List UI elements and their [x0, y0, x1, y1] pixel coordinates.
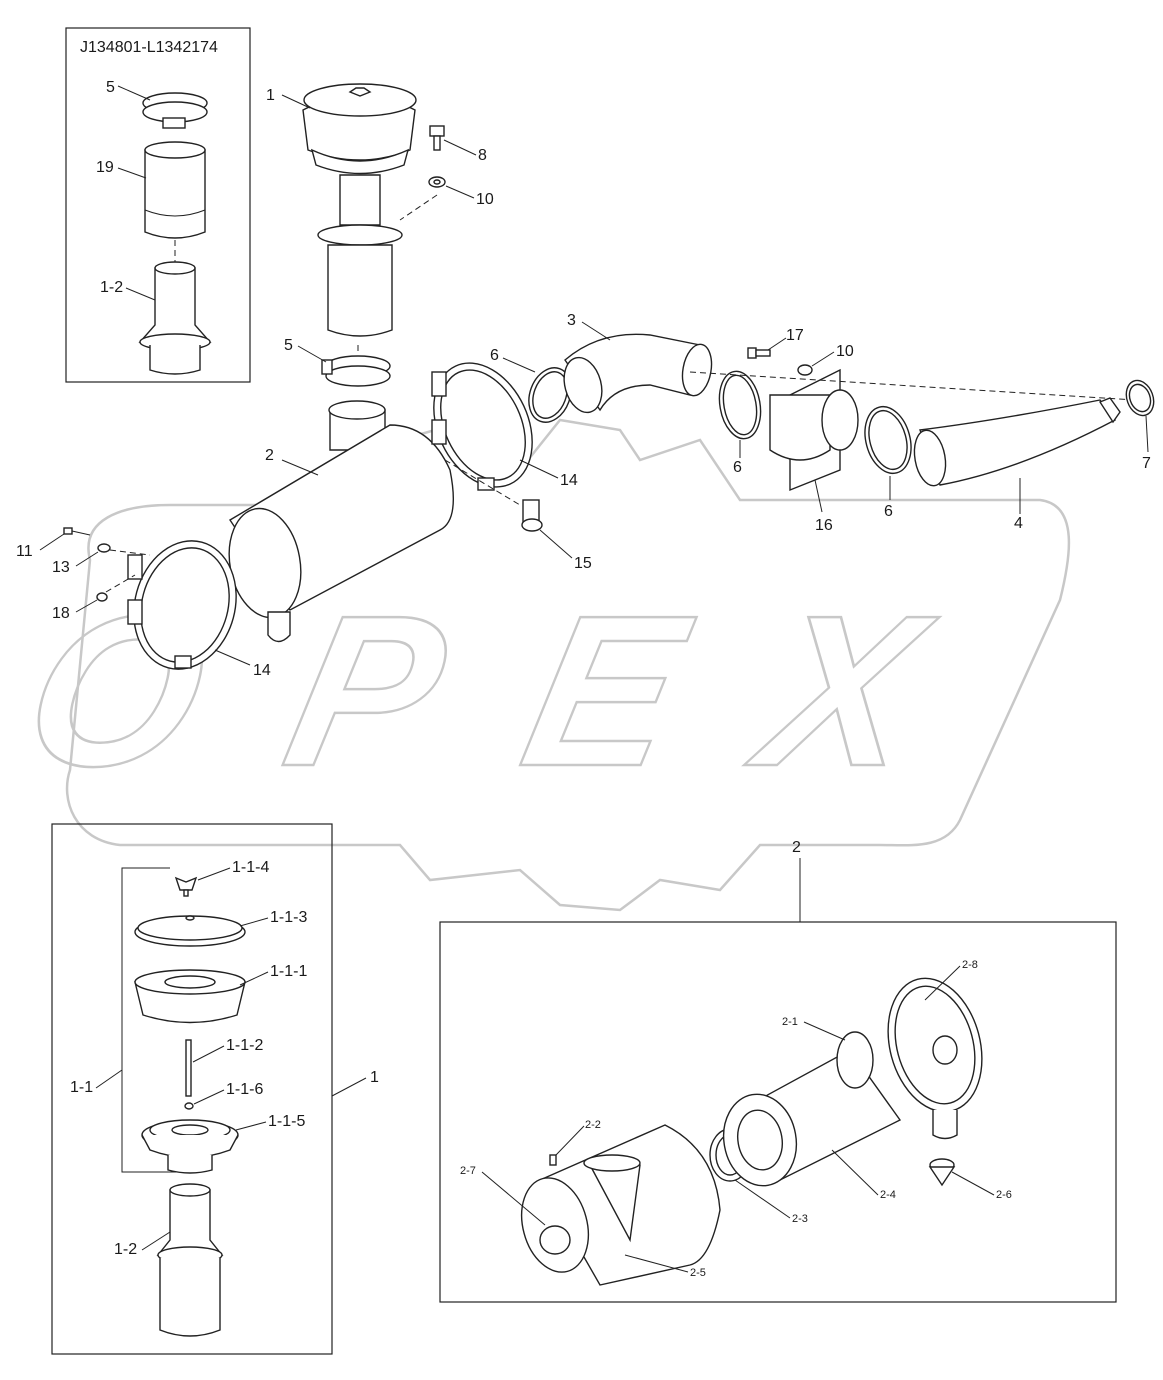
callout-4: 4	[1014, 515, 1023, 532]
clamp-7	[1125, 379, 1155, 417]
washer-10-top	[428, 176, 446, 188]
callout-8: 8	[478, 147, 487, 164]
vacuator-valve-15	[521, 499, 543, 532]
callout-1-2-detail: 1-2	[114, 1241, 137, 1258]
callout-1-1-6: 1-1-6	[226, 1081, 263, 1098]
detail-1-precleaner-exploded: 1-1-4 1-1-3 1-1-1 1-1-2 1-1-6 1-1-5 1-1 …	[51, 823, 379, 1355]
intake-hose-4	[913, 397, 1121, 487]
callout-16: 16	[815, 517, 833, 534]
callout-3: 3	[567, 312, 576, 329]
callout-2-2: 2-2	[585, 1119, 601, 1131]
callout-5: 5	[284, 337, 293, 354]
callout-17: 17	[786, 327, 804, 344]
callout-11: 11	[16, 543, 33, 560]
precleaner-assembly	[302, 83, 417, 337]
wing-nut-1-1-4	[174, 876, 198, 897]
housing-body-2-5	[520, 1124, 721, 1286]
callout-2-4: 2-4	[880, 1189, 896, 1201]
callout-2-1: 2-1	[782, 1016, 798, 1028]
nut-1-1-6	[184, 1102, 194, 1110]
clamp-5	[321, 355, 391, 387]
mounting-band-right	[431, 362, 533, 491]
callout-2-5: 2-5	[690, 1267, 706, 1279]
callout-1-1-2: 1-1-2	[226, 1037, 263, 1054]
callout-1-1-5: 1-1-5	[268, 1113, 305, 1130]
bolt-17	[747, 347, 771, 359]
callout-2-8: 2-8	[962, 959, 978, 971]
adapter-plate-16	[769, 368, 859, 492]
clamp-6-c	[864, 405, 912, 475]
callout-19: 19	[96, 159, 114, 176]
gasket-2-1	[836, 1031, 874, 1089]
air-filter-housing	[228, 400, 455, 643]
callout-5-inset: 5	[106, 79, 115, 96]
inset-stack-pipe	[138, 261, 212, 375]
callout-6-b: 6	[733, 459, 742, 476]
inset-serial-range: J134801-L1342174 5 19 1-2	[65, 27, 251, 383]
valve-2-6	[928, 1158, 956, 1187]
callout-2-7: 2-7	[460, 1165, 476, 1177]
filter-element-2-4	[722, 1049, 902, 1187]
callout-1-1: 1-1	[70, 1079, 93, 1096]
washer-13	[97, 543, 111, 553]
clamp-6-b	[718, 370, 762, 440]
clip-2-2	[549, 1154, 557, 1166]
callout-13: 13	[52, 559, 70, 576]
washer-10-right	[797, 364, 813, 376]
callout-7: 7	[1142, 455, 1151, 472]
inset-tube	[144, 141, 206, 239]
bolt-8	[429, 125, 445, 151]
callout-2-detail: 2	[792, 839, 801, 856]
callout-6-a: 6	[490, 347, 499, 364]
rod-1-1-2	[185, 1039, 192, 1097]
mounting-band-left	[127, 540, 237, 670]
callout-1-2-inset: 1-2	[100, 279, 123, 296]
callout-15: 15	[574, 555, 592, 572]
precleaner-base-1-1-5	[141, 1119, 239, 1174]
callout-1: 1	[266, 87, 275, 104]
callout-2-3: 2-3	[792, 1213, 808, 1225]
precleaner-bowl-1-1-1	[134, 969, 246, 1024]
end-cover-2-8	[887, 977, 983, 1140]
callout-2: 2	[265, 447, 274, 464]
nut-18	[96, 592, 108, 602]
callout-1-1-3: 1-1-3	[270, 909, 307, 926]
callout-2-6: 2-6	[996, 1189, 1012, 1201]
callout-14-right: 14	[560, 472, 578, 489]
detail-2-filter-exploded: 2-8 2-1 2-2 2-7 2-3 2-4 2-6 2-5	[439, 921, 1117, 1303]
stack-pipe-1-2	[156, 1183, 224, 1337]
callout-18: 18	[52, 605, 70, 622]
callout-1-detail: 1	[370, 1069, 379, 1086]
callout-6-c: 6	[884, 503, 893, 520]
clamp-6-a	[528, 367, 572, 423]
precleaner-lid-1-1-3	[134, 915, 246, 947]
elbow-hose-3	[563, 333, 713, 414]
callout-10-top: 10	[476, 191, 494, 208]
callout-1-1-4: 1-1-4	[232, 859, 269, 876]
serial-range-label: J134801-L1342174	[80, 39, 218, 56]
bolt-11	[63, 527, 91, 536]
callout-1-1-1: 1-1-1	[270, 963, 307, 980]
callout-10-right: 10	[836, 343, 854, 360]
inset-clamp	[142, 92, 208, 129]
callout-14-left: 14	[253, 662, 271, 679]
